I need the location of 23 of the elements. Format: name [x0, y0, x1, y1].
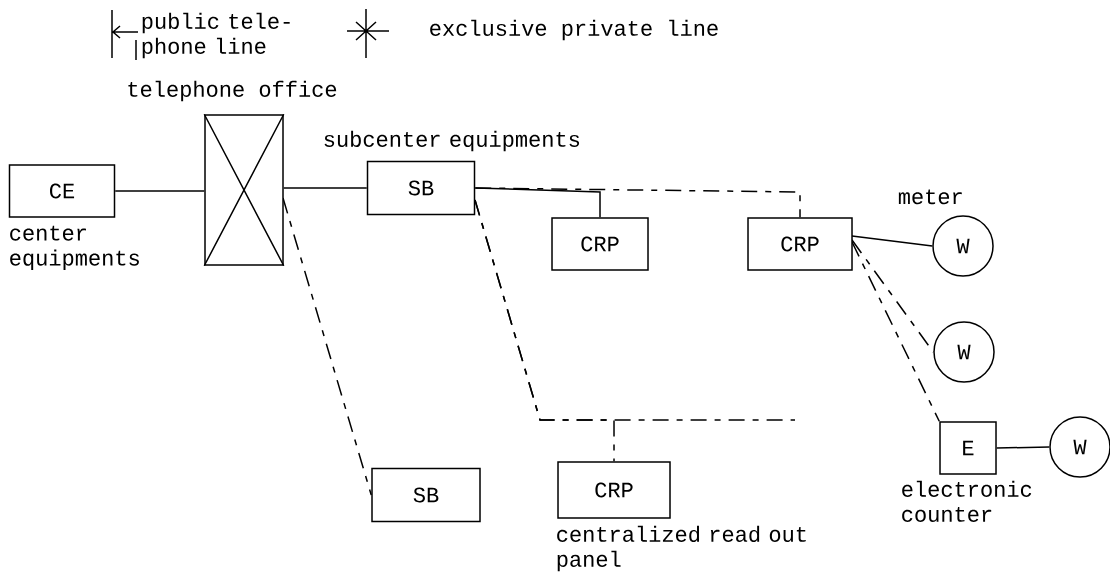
- legend-text: exclusive private line: [430, 19, 718, 41]
- node-caption: centralized read out panel: [557, 525, 806, 572]
- node-caption: meter: [898, 189, 962, 205]
- connector-line: [474, 199, 796, 421]
- connector-line: [996, 446, 1050, 449]
- connector-line: [851, 241, 940, 422]
- equipment-box: CRP: [747, 217, 853, 271]
- legend-text: public tele- phone line: [142, 12, 290, 59]
- connector-line: [283, 187, 368, 189]
- equipment-box: CRP: [557, 461, 671, 519]
- node-caption: electronic counter: [902, 480, 1032, 522]
- equipment-box: CE: [8, 164, 116, 218]
- equipment-box: SB: [371, 467, 481, 523]
- equipment-box: CRP: [551, 217, 649, 271]
- connector-line: [114, 190, 205, 192]
- node-caption: center equipments: [10, 225, 139, 270]
- node-caption: subcenter equipments: [324, 130, 580, 152]
- equipment-box: E: [939, 421, 997, 475]
- connector-line: [282, 197, 372, 496]
- connector-line: [851, 235, 933, 247]
- connector-line: [474, 187, 801, 218]
- equipment-box: SB: [366, 160, 476, 216]
- node-heading: telephone office: [128, 80, 337, 102]
